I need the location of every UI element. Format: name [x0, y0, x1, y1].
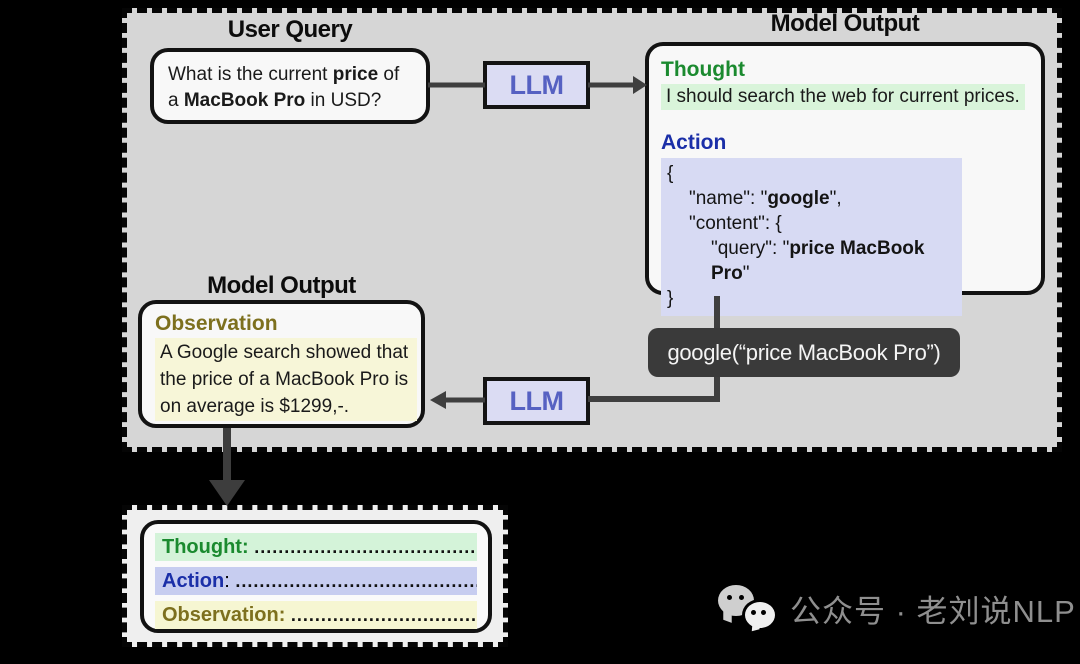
- user-query-box: What is the current price of a MacBook P…: [150, 48, 430, 124]
- wechat-icon: [718, 583, 778, 633]
- observation-label: Observation: [155, 312, 278, 335]
- result-action-row: Action: ................................…: [155, 567, 477, 595]
- json-line-2: "name": "google",: [667, 186, 962, 211]
- model-output-top-title: Model Output: [770, 10, 920, 37]
- uq-t2: of a: [168, 64, 400, 111]
- json-line-3: "content": {: [689, 213, 782, 234]
- json-l2-t1: "name": ": [689, 188, 768, 209]
- llm-bottom-label: LLM: [509, 385, 564, 416]
- thought-text: I should search the web for current pric…: [661, 84, 1025, 110]
- llm-box-top: LLM: [483, 61, 590, 109]
- model-output-top-box: Thought I should search the web for curr…: [645, 42, 1045, 316]
- json-line-4: "query": "price MacBook Pro": [667, 236, 962, 286]
- result-thought-dots: ........................................…: [254, 537, 477, 557]
- json-l2-bold: google: [767, 188, 830, 209]
- watermark-text: 公众号 · 老刘说NLP: [790, 593, 1076, 629]
- result-action-dots: ........................................…: [235, 571, 477, 591]
- bubble-eye: [727, 595, 732, 600]
- json-line-1: {: [667, 163, 674, 184]
- model-output-left-title: Model Output: [207, 272, 356, 299]
- result-action-sep: :: [224, 570, 236, 592]
- llm-box-bottom: LLM: [483, 377, 590, 425]
- json-l2-t2: ",: [829, 188, 842, 209]
- bubble-tail: [723, 610, 732, 623]
- thought-label: Thought: [661, 58, 745, 81]
- observation-text: A Google search showed that the price of…: [155, 338, 417, 421]
- action-label: Action: [661, 131, 727, 154]
- result-observation-dots: ........................................: [290, 605, 477, 625]
- wechat-bubble-small: [742, 599, 778, 631]
- bubble-eye: [761, 610, 766, 615]
- json-l4-t1: "query": ": [711, 238, 790, 259]
- json-line-5: }: [667, 288, 674, 309]
- tool-call-text: google(“price MacBook Pro”): [667, 339, 941, 365]
- result-observation-row: Observation: ...........................…: [155, 601, 477, 629]
- json-l4-t2: ": [742, 263, 750, 284]
- uq-b1: price: [332, 64, 379, 85]
- result-observation-label: Observation:: [162, 604, 286, 626]
- uq-t3: in USD?: [305, 90, 382, 111]
- bubble-eye: [739, 595, 744, 600]
- action-json-block: { "name": "google", "content": { "query"…: [661, 158, 962, 316]
- watermark: 公众号 · 老刘说NLP: [718, 583, 1076, 633]
- result-thought-row: Thought: ...............................…: [155, 533, 477, 561]
- json-l4-bold: price MacBook Pro: [711, 238, 925, 284]
- uq-t1: What is the current: [168, 64, 333, 85]
- tool-call-box: google(“price MacBook Pro”): [648, 328, 960, 377]
- model-output-left-box: Observation A Google search showed that …: [138, 300, 425, 428]
- result-thought-label: Thought:: [162, 536, 249, 558]
- result-box: Thought: ...............................…: [140, 520, 492, 633]
- bubble-eye: [751, 610, 756, 615]
- result-action-label: Action: [162, 570, 225, 592]
- uq-b2: MacBook Pro: [183, 90, 306, 111]
- arrowhead-down-icon: [209, 480, 245, 506]
- llm-top-label: LLM: [509, 69, 564, 100]
- user-query-title: User Query: [227, 16, 353, 43]
- user-query-text: What is the current price of a MacBook P…: [168, 62, 412, 114]
